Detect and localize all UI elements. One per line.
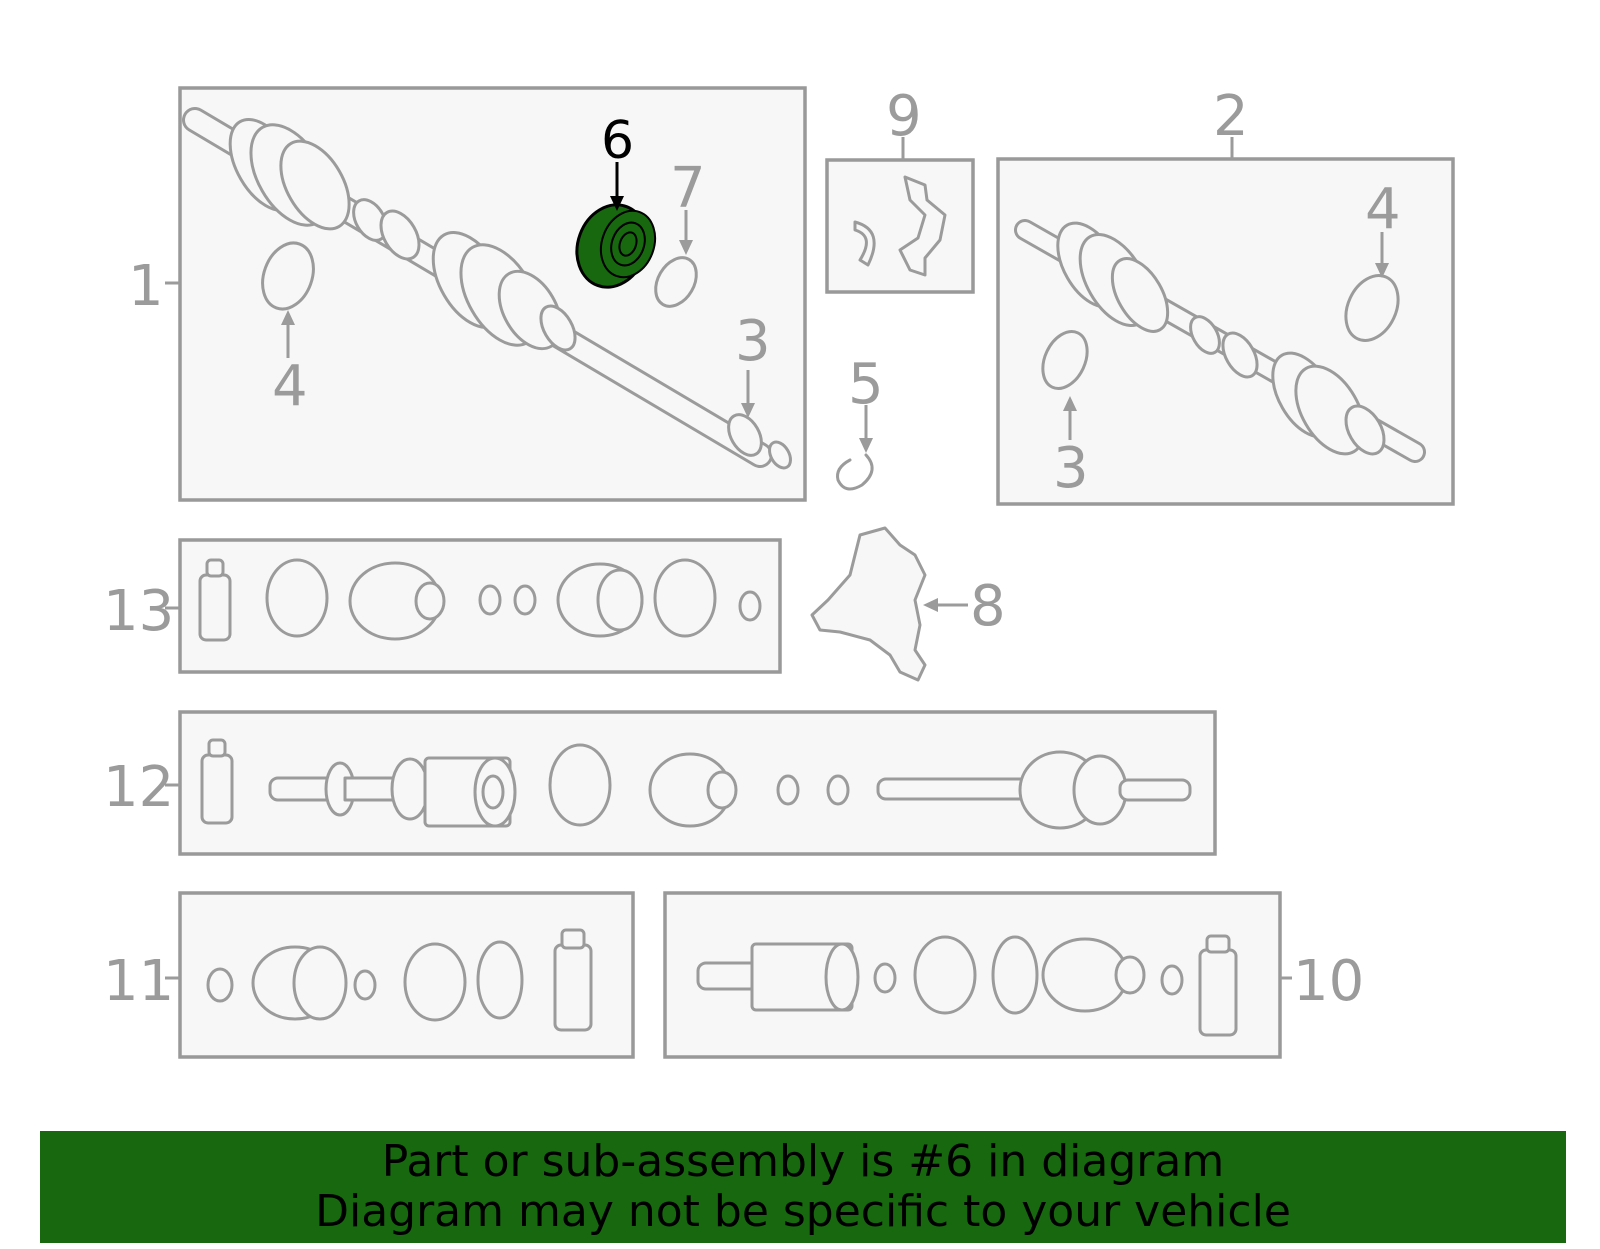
joint-kit-12-drawing xyxy=(200,738,1192,830)
banner-line-part-number: Part or sub-assembly is #6 in diagram xyxy=(381,1136,1225,1187)
bracket-drawing xyxy=(898,175,947,277)
bearing-part-6-highlighted[interactable] xyxy=(566,195,664,297)
callout-9: 9 xyxy=(886,84,922,149)
seal-ring-drawing xyxy=(1041,330,1089,390)
leader-lines xyxy=(165,137,1389,980)
callout-10: 10 xyxy=(1293,949,1364,1014)
axle-shaft-left-drawing xyxy=(182,107,792,470)
callout-8: 8 xyxy=(970,574,1006,639)
panel-9-bracket[interactable] xyxy=(825,158,975,294)
callout-3: 3 xyxy=(735,309,771,374)
clip-drawing xyxy=(853,220,876,267)
callout-13: 13 xyxy=(103,579,174,644)
banner-line-disclaimer: Diagram may not be specific to your vehi… xyxy=(315,1186,1291,1237)
boot-kit-11-drawing xyxy=(206,928,593,1032)
axle-shaft-right-drawing xyxy=(1014,219,1426,463)
callout-5: 5 xyxy=(848,352,884,417)
bracket-mount-part-8-drawing xyxy=(810,526,927,682)
callout-2: 2 xyxy=(1213,84,1249,149)
joint-kit-10-drawing xyxy=(696,934,1238,1037)
callout-3: 3 xyxy=(1053,436,1089,501)
seal-ring-drawing xyxy=(1344,274,1400,342)
seal-ring-drawing xyxy=(654,256,698,308)
callout-12: 12 xyxy=(103,755,174,820)
callout-1: 1 xyxy=(128,254,164,319)
callout-7: 7 xyxy=(670,156,706,221)
seal-ring-drawing xyxy=(261,241,315,311)
callout-11: 11 xyxy=(103,949,174,1014)
boot-kit-13-drawing xyxy=(198,558,762,642)
snap-ring-drawing xyxy=(836,453,874,491)
callout-6-highlighted[interactable]: 6 xyxy=(601,111,634,171)
highlight-leader xyxy=(610,162,624,211)
callout-4: 4 xyxy=(272,354,308,419)
callout-4: 4 xyxy=(1365,177,1401,242)
highlight-info-banner: Part or sub-assembly is #6 in diagram Di… xyxy=(40,1131,1566,1243)
